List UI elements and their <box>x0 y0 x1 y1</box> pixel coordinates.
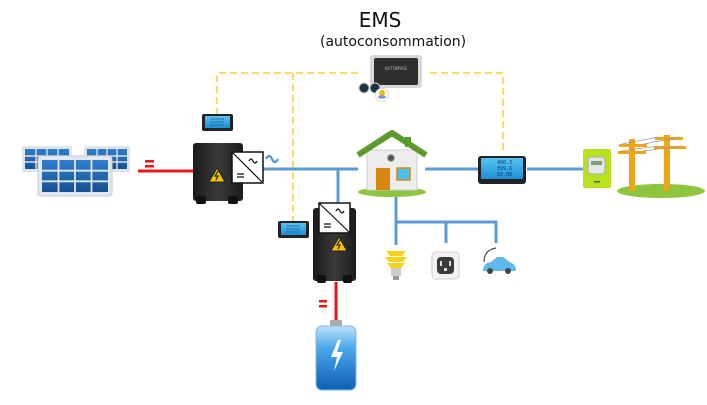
meter-reading-1: 400.3 <box>497 160 512 166</box>
lightning-icon <box>331 340 343 371</box>
meter-reading-2: 399.6 <box>497 166 512 172</box>
ac-line-loads <box>394 195 498 245</box>
solar-panel <box>37 155 113 197</box>
house <box>356 130 428 197</box>
battery-meter-display <box>278 221 309 238</box>
pv-meter-display <box>202 114 233 131</box>
ems-controller: AUTOPRISE <box>358 55 422 102</box>
grid-meter-display: 400.3 399.6 50.00 <box>478 156 526 184</box>
comm-lines <box>216 72 504 222</box>
ac-symbol <box>264 154 280 164</box>
warning-icon <box>330 235 348 252</box>
diagram-title: EMS <box>358 8 402 32</box>
ems-chip-label: AUTOPRISE <box>385 66 408 71</box>
comm-line-pv-meter <box>216 72 360 115</box>
power-lines <box>617 135 705 198</box>
dc-ac-converter-icon <box>318 202 351 234</box>
battery-inverter <box>313 202 356 283</box>
meter-reading-3: 50.00 <box>497 172 512 178</box>
weather-icon <box>375 88 389 102</box>
window <box>396 167 411 181</box>
electric-car <box>483 247 516 274</box>
dc-symbol-battery <box>319 300 327 303</box>
ac-lines <box>263 167 583 245</box>
dc-lines <box>138 169 338 320</box>
light-bulb <box>385 251 407 280</box>
comm-line-grid-meter <box>430 72 504 152</box>
dc-ac-converter-icon <box>231 151 264 184</box>
pv-inverter <box>193 143 264 204</box>
door <box>376 168 390 190</box>
wall-outlet <box>431 251 460 280</box>
diagram-subtitle: (autoconsommation) <box>320 34 467 50</box>
utility-meter <box>583 149 611 188</box>
warning-icon <box>208 166 226 183</box>
dc-symbol-solar <box>145 160 154 163</box>
solar-panels <box>22 146 130 197</box>
battery <box>315 320 357 391</box>
